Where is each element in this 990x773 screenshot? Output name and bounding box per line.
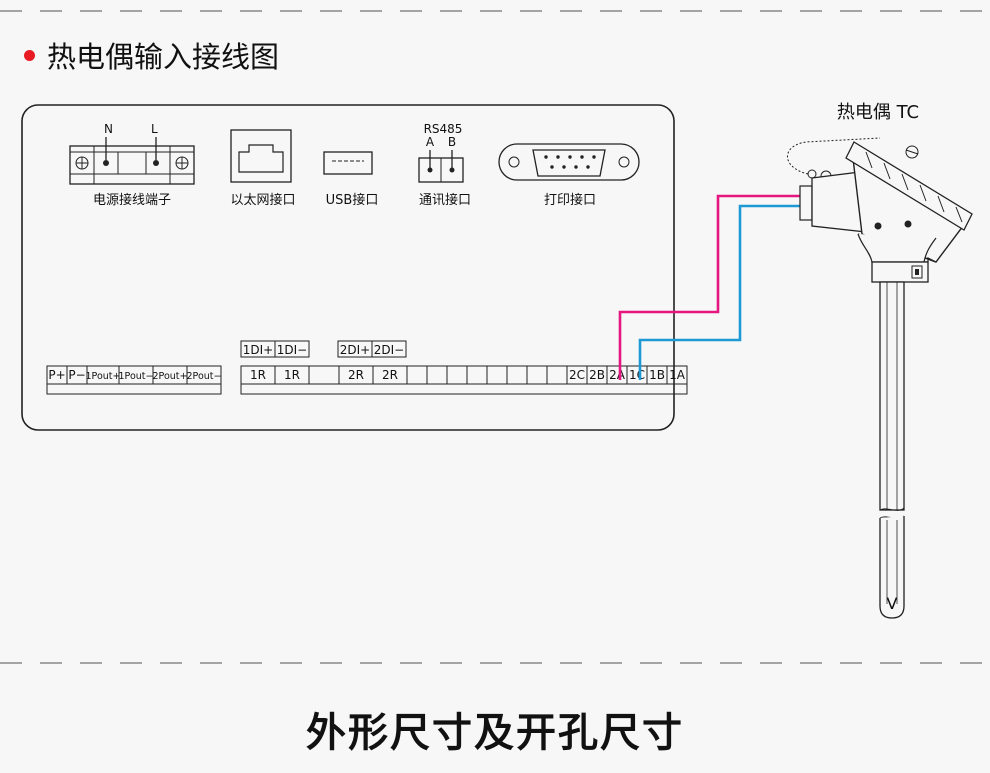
blue-terminal-post: [874, 222, 882, 230]
left-terminal-strip: P+P−1Pout+1Pout−2Pout+2Pout−: [46, 365, 222, 395]
wiring-diagram: N L 电源接线端子 以太网接口 USB接口 RS485 A B: [21, 102, 973, 619]
di-terminal-labels: 1DI+ 1DI− 2DI+ 2DI−: [240, 340, 407, 358]
power-terminal: N L 电源接线端子: [69, 122, 195, 208]
print-port-label: 打印接口: [544, 192, 596, 208]
main-terminal-label: 1B: [649, 368, 665, 382]
main-terminal-label: 2C: [569, 368, 585, 382]
power-terminal-label: 电源接线端子: [93, 192, 171, 208]
power-l-label: L: [151, 122, 158, 136]
thermocouple-sensor: 热电偶 TC V: [787, 102, 973, 619]
pink-terminal-post: [904, 220, 912, 228]
footer-title: 外形尺寸及开孔尺寸: [306, 710, 684, 756]
dotted-chain: [787, 137, 881, 175]
rs485-a-label: A: [426, 135, 435, 149]
section-heading: 热电偶输入接线图: [24, 34, 279, 76]
thermocouple-label: 热电偶 TC: [837, 102, 919, 123]
left-terminal-label: 2Pout+: [153, 371, 188, 382]
di-terminal-label: 2DI+: [340, 343, 370, 357]
main-terminal-label: 1R: [284, 368, 300, 382]
left-terminal-label: 2Pout−: [187, 371, 222, 382]
red-bullet-icon: [24, 49, 35, 61]
main-terminal-label: 2R: [348, 368, 364, 382]
main-terminal-label: 2R: [382, 368, 398, 382]
ethernet-port: 以太网接口: [230, 129, 296, 208]
rs485-port: RS485 A B 通讯接口: [418, 122, 471, 208]
rs485-b-label: B: [448, 135, 456, 149]
top-dashed-separator: [0, 10, 990, 12]
left-terminal-label: 1Pout+: [86, 371, 121, 382]
print-port: 打印接口: [498, 143, 640, 208]
left-terminal-label: P+: [48, 368, 65, 382]
thermocouple-tip-symbol: V: [887, 594, 898, 613]
comm-port-label: 通讯接口: [419, 192, 471, 208]
bottom-dashed-separator: [0, 662, 990, 664]
main-terminal-label: 1C: [629, 368, 645, 382]
section-title-text: 热电偶输入接线图: [47, 40, 280, 74]
rs485-title: RS485: [424, 122, 463, 136]
main-terminal-label: 1R: [250, 368, 266, 382]
left-terminal-label: 1Pout−: [119, 371, 154, 382]
di-terminal-label: 1DI−: [277, 343, 307, 357]
main-terminal-label: 1A: [669, 368, 686, 382]
power-n-label: N: [104, 122, 113, 136]
main-terminal-label: 2B: [589, 368, 605, 382]
main-terminal-label: 2A: [609, 368, 626, 382]
ethernet-label: 以太网接口: [230, 192, 295, 208]
usb-port: USB接口: [323, 151, 379, 208]
di-terminal-label: 1DI+: [243, 343, 273, 357]
di-terminal-label: 2DI−: [374, 343, 404, 357]
left-terminal-label: P−: [68, 368, 85, 382]
device-panel: [21, 104, 675, 431]
usb-label: USB接口: [326, 192, 379, 208]
blue-wire: [638, 204, 880, 380]
